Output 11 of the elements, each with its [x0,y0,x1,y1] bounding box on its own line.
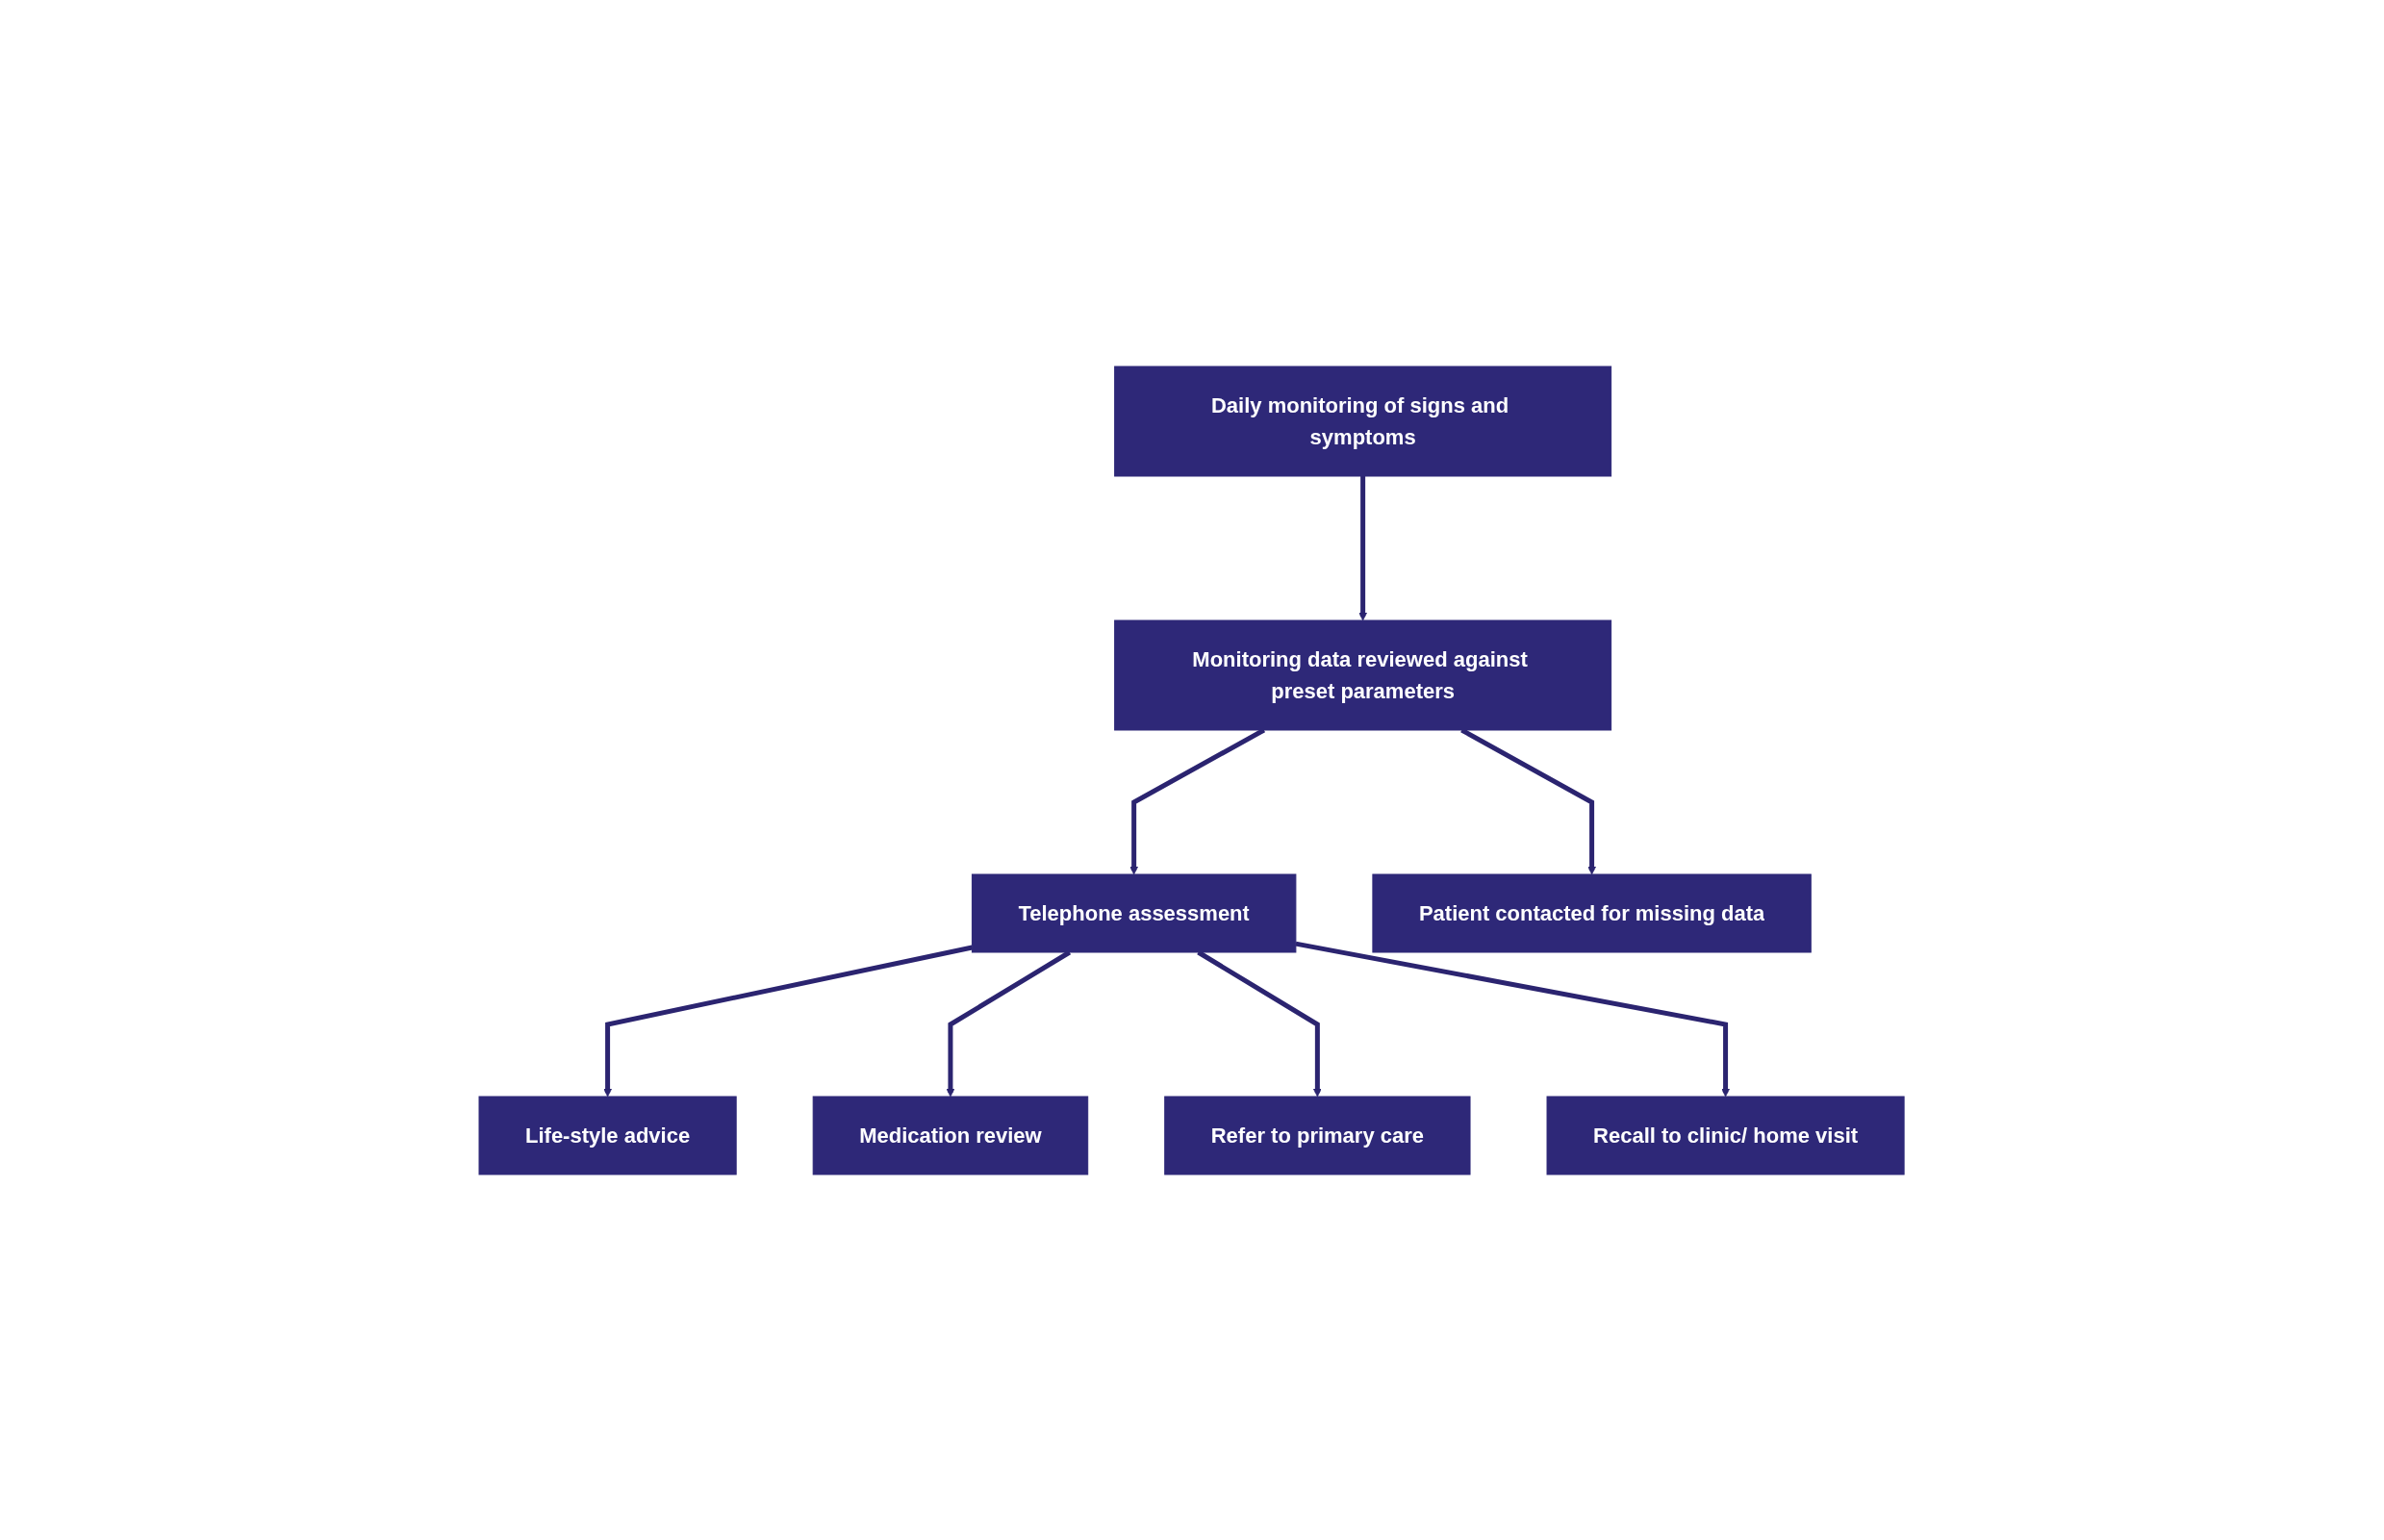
node-box: Monitoring data reviewed against preset parameters [1114,619,1612,730]
node-box: Patient contacted for missing data [1372,873,1813,952]
arrow [1295,941,1731,1097]
node-box: Medication review [813,1096,1089,1174]
node-box: Daily monitoring of signs and symptoms [1114,366,1612,476]
node-box: Recall to clinic/ home visit [1546,1096,1906,1174]
arrow [1358,475,1368,620]
node-box: Telephone assessment [972,873,1297,952]
arrow [603,945,974,1097]
node-box: Life-style advice [478,1096,738,1174]
node-box: Refer to primary care [1164,1096,1471,1174]
